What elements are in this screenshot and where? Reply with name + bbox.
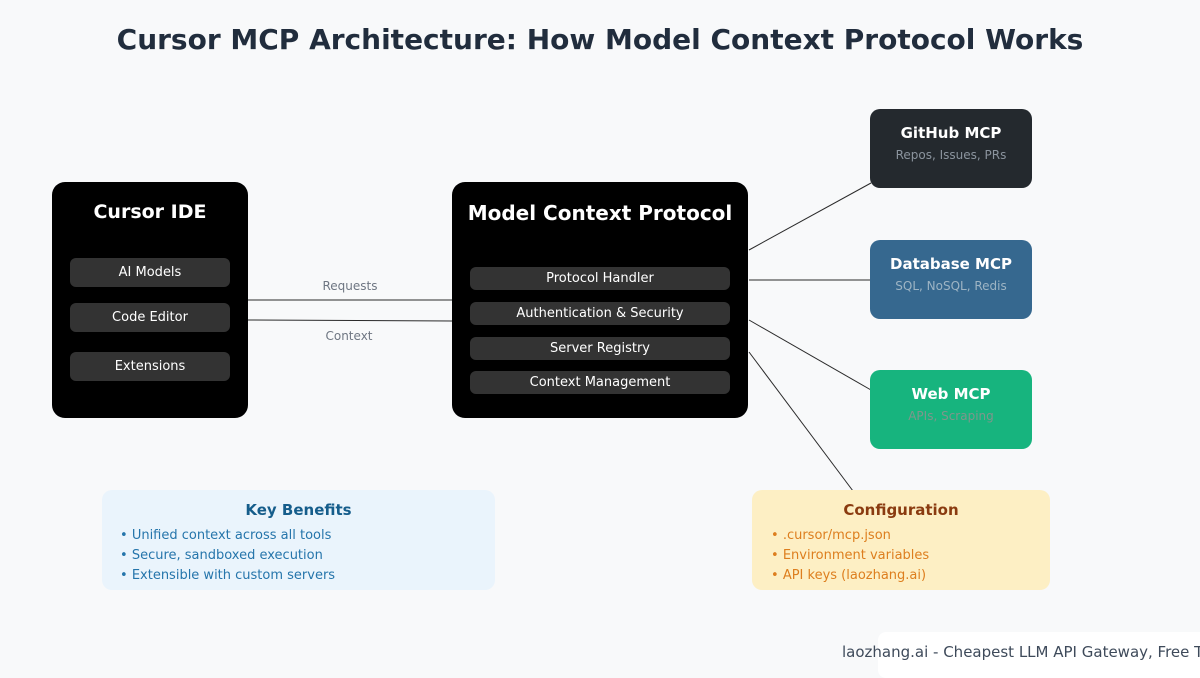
database-mcp-card: Database MCP SQL, NoSQL, Redis: [870, 240, 1032, 319]
cursor-component-code-editor: Code Editor: [70, 303, 230, 332]
mcp-component-server-registry: Server Registry: [470, 337, 730, 360]
cursor-component-extensions: Extensions: [70, 352, 230, 381]
web-mcp-title: Web MCP: [911, 385, 991, 403]
configuration-title: Configuration: [843, 501, 959, 519]
cursor-ide-node: Cursor IDE AI Models Code Editor Extensi…: [52, 182, 248, 418]
edge-label-context: Context: [325, 329, 373, 343]
web-mcp-card: Web MCP APIs, Scraping: [870, 370, 1032, 449]
key-benefit-item: Unified context across all tools: [102, 526, 495, 546]
github-mcp-card: GitHub MCP Repos, Issues, PRs: [870, 109, 1032, 188]
edge-context-line: [247, 319, 454, 322]
watermark-pill: [878, 632, 1200, 678]
configuration-item: Environment variables: [752, 546, 1050, 566]
key-benefits-panel: Key Benefits Unified context across all …: [102, 490, 495, 590]
page-title: Cursor MCP Architecture: How Model Conte…: [116, 23, 1084, 56]
edge-mcp-configuration: [748, 351, 854, 492]
key-benefit-item: Secure, sandboxed execution: [102, 546, 495, 566]
cursor-component-ai-models: AI Models: [70, 258, 230, 287]
mcp-component-auth-security: Authentication & Security: [470, 302, 730, 325]
edge-mcp-web: [748, 319, 872, 391]
web-mcp-subtitle: APIs, Scraping: [908, 409, 994, 423]
configuration-panel: Configuration .cursor/mcp.json Environme…: [752, 490, 1050, 590]
key-benefits-title: Key Benefits: [245, 501, 352, 519]
watermark-text: laozhang.ai - Cheapest LLM API Gateway, …: [842, 643, 1200, 661]
configuration-item: API keys (laozhang.ai): [752, 566, 1050, 586]
mcp-node: Model Context Protocol Protocol Handler …: [452, 182, 748, 418]
github-mcp-subtitle: Repos, Issues, PRs: [895, 148, 1007, 162]
github-mcp-title: GitHub MCP: [900, 124, 1002, 142]
edge-mcp-github: [748, 182, 872, 251]
configuration-list: .cursor/mcp.json Environment variables A…: [752, 526, 1050, 586]
edge-label-requests: Requests: [322, 279, 378, 293]
database-mcp-title: Database MCP: [890, 255, 1012, 273]
mcp-component-context-management: Context Management: [470, 371, 730, 394]
key-benefits-list: Unified context across all tools Secure,…: [102, 526, 495, 586]
key-benefit-item: Extensible with custom servers: [102, 566, 495, 586]
mcp-title: Model Context Protocol: [467, 201, 733, 225]
database-mcp-subtitle: SQL, NoSQL, Redis: [895, 279, 1007, 293]
mcp-component-protocol-handler: Protocol Handler: [470, 267, 730, 290]
configuration-item: .cursor/mcp.json: [752, 526, 1050, 546]
cursor-ide-title: Cursor IDE: [93, 201, 207, 223]
